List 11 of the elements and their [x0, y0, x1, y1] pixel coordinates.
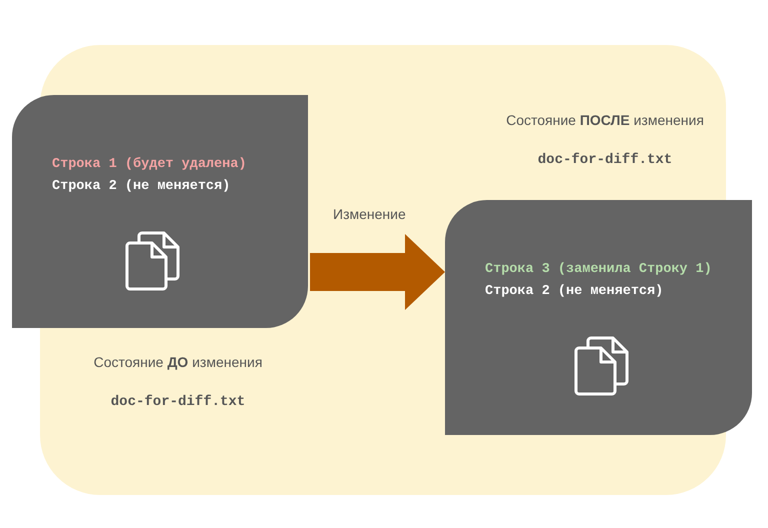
file-name: doc-for-diff.txt	[536, 151, 674, 170]
text-line: Строка 2 (не меняется)	[52, 179, 230, 194]
file-name: doc-for-diff.txt	[110, 393, 246, 412]
text-line: Строка 2 (не меняется)	[485, 284, 664, 299]
state-caption: Состояние ПОСЛЕ изменения	[505, 111, 705, 130]
state-caption: Состояние ДО изменения	[92, 353, 264, 372]
edge-label: Изменение	[333, 206, 406, 222]
text-line: Строка 1 (будет удалена)	[52, 157, 246, 172]
document-card	[445, 200, 752, 435]
document-card	[12, 95, 308, 328]
text-line: Строка 3 (заменила Строку 1)	[485, 262, 712, 277]
